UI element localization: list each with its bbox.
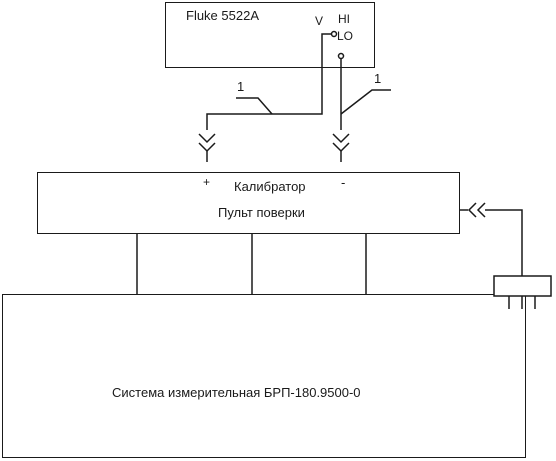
fluke-calibrator-box xyxy=(165,2,375,68)
minus-terminal-label: - xyxy=(341,175,346,190)
left-connector-chevron-1 xyxy=(198,133,216,144)
measurement-system-box xyxy=(2,294,526,458)
console-title: Калибратор xyxy=(234,179,306,194)
left-connector-chevron-2 xyxy=(198,142,216,153)
right-cable-marker: 1 xyxy=(374,71,382,86)
hi-wire xyxy=(206,33,331,130)
lo-terminal xyxy=(337,52,345,60)
terminal-hi-label: HI xyxy=(338,12,350,26)
instrument-name: Fluke 5522A xyxy=(186,8,259,23)
right-connector-chevron-1 xyxy=(332,133,350,144)
hi-terminal xyxy=(330,30,338,38)
terminal-v-label: V xyxy=(315,14,324,28)
plus-terminal-label: + xyxy=(203,175,211,189)
console-subtitle: Пульт поверки xyxy=(218,205,305,220)
side-connector-chevron-2 xyxy=(476,202,486,218)
left-cable-marker-leader xyxy=(236,97,273,115)
side-connector-chevron-1 xyxy=(467,202,477,218)
right-cable-marker-leader xyxy=(340,89,391,115)
power-plug-body xyxy=(493,275,552,297)
left-cable-marker: 1 xyxy=(237,79,245,94)
right-connector-chevron-2 xyxy=(332,142,350,153)
system-title: Система измерительная БРП-180.9500-0 xyxy=(112,385,361,400)
side-cable xyxy=(485,209,523,276)
terminal-lo-label: LO xyxy=(337,29,354,43)
calibration-console-box xyxy=(37,172,460,234)
